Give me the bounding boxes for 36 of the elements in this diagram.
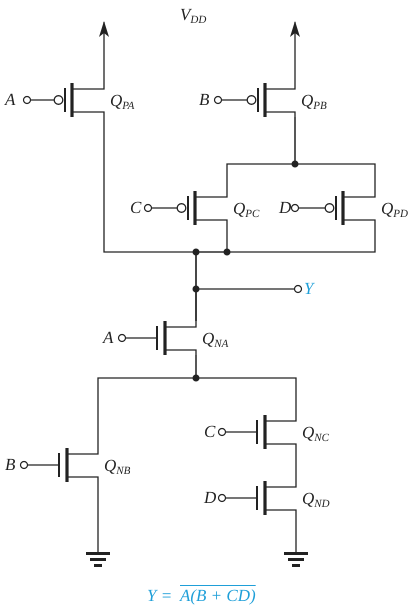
wire: [222, 99, 247, 101]
transistor-label: Q$_{PA}$: [110, 92, 134, 110]
wire: [31, 99, 54, 101]
wire: [126, 337, 156, 339]
wire: [226, 431, 256, 433]
supply-label: V$_{DD}$: [180, 5, 206, 25]
transistor-label: Q$_{ND}$: [302, 490, 330, 508]
input-label: B: [199, 91, 210, 109]
wire: [28, 464, 58, 466]
wire: [299, 207, 325, 209]
equation-text: Y =: [147, 586, 172, 606]
equation-text: A(B + CD): [180, 586, 256, 606]
wire: [97, 482, 99, 552]
wire: [295, 515, 297, 552]
transistor-label: Q$_{PC}$: [233, 200, 260, 218]
transistor-label: Q$_{NC}$: [302, 424, 329, 442]
output-label: Y: [304, 280, 314, 298]
supply-arrow: [99, 21, 109, 83]
input-label: D: [204, 489, 216, 507]
wire: [226, 497, 256, 499]
wire: [294, 117, 376, 191]
transistor-label: Q$_{NB}$: [104, 457, 130, 475]
wire: [295, 449, 297, 481]
input-label: B: [5, 456, 16, 474]
transistor-label: Q$_{PB}$: [301, 92, 327, 110]
supply-arrow: [290, 21, 300, 83]
input-label: C: [204, 423, 216, 441]
transistor-label: Q$_{NA}$: [202, 330, 228, 348]
input-label: C: [130, 199, 142, 217]
wire: [152, 207, 177, 209]
input-label: D: [279, 199, 292, 217]
input-label: A: [103, 329, 114, 347]
wire: [195, 288, 294, 321]
transistor-label: Q$_{PD}$: [381, 200, 408, 218]
input-label: A: [5, 91, 16, 109]
wire: [97, 355, 197, 448]
